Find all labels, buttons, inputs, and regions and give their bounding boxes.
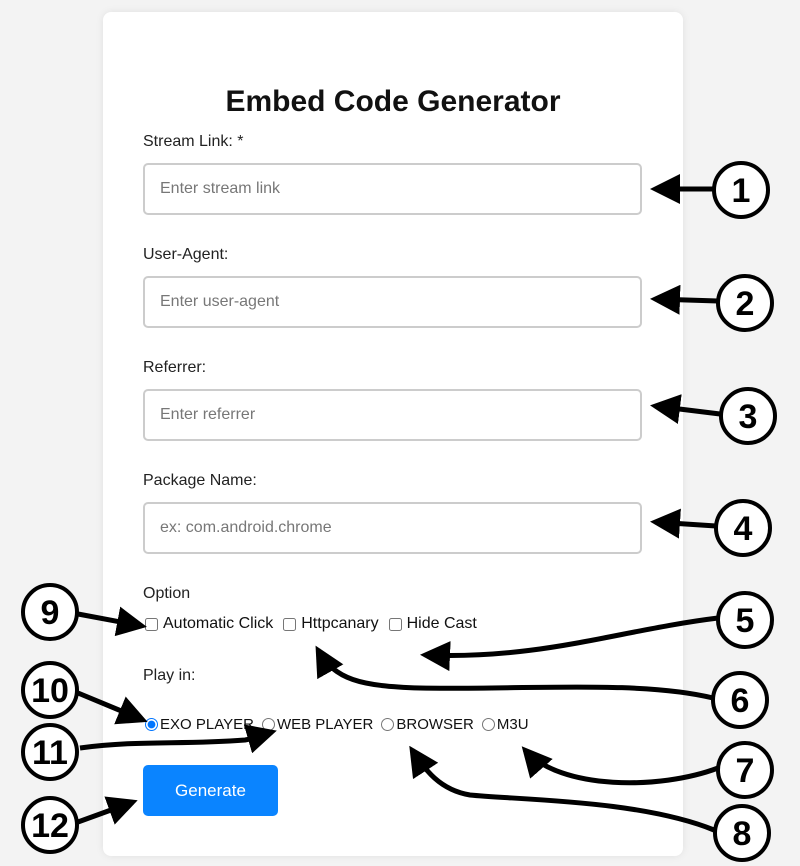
package-name-label: Package Name: [143,472,257,489]
m3u-radio[interactable]: M3U [481,716,529,733]
annotation-number: 1 [732,172,751,210]
web-player-radio[interactable]: WEB PLAYER [261,716,374,733]
annotation-circle [719,387,777,445]
option-label: Option [143,585,191,602]
annotation-circle [21,583,79,641]
annotation-number: 2 [736,285,755,323]
radio-label: EXO PLAYER [160,716,254,733]
radio-label: M3U [496,716,529,733]
referrer-input[interactable] [143,389,642,441]
annotation-number: 9 [41,594,60,632]
annotation-circle [21,661,79,719]
annotation-number: 11 [32,734,68,772]
annotation-circle [712,161,770,219]
stream-link-input[interactable] [143,163,642,215]
embed-form-card: Embed Code Generator Stream Link: * User… [103,12,683,856]
referrer-label: Referrer: [143,359,207,376]
annotation-number: 12 [31,807,69,845]
annotation-circle [21,796,79,854]
radio-label: WEB PLAYER [276,716,374,733]
annotation-number: 3 [739,398,758,436]
annotation-number: 5 [736,602,755,640]
annotation-circle [21,723,79,781]
hide-cast-checkbox[interactable]: Hide Cast [388,615,477,633]
annotation-number: 7 [736,752,755,790]
annotation-number: 4 [734,510,753,548]
annotation-circle [713,804,771,862]
user-agent-label: User-Agent: [143,246,229,263]
checkbox-label: Automatic Click [163,615,274,632]
exo-player-radio[interactable]: EXO PLAYER [145,716,254,733]
package-name-input[interactable] [143,502,642,554]
annotation-circle [716,274,774,332]
annotation-circle [714,499,772,557]
automatic-click-checkbox[interactable]: Automatic Click [145,615,273,633]
radio-label: BROWSER [396,716,474,733]
stream-link-label: Stream Link: * [143,133,244,150]
play-in-label: Play in: [143,667,196,684]
httpcanary-checkbox[interactable]: Httpcanary [283,615,379,633]
user-agent-input[interactable] [143,276,642,328]
annotation-circle [711,671,769,729]
annotation-circle [716,741,774,799]
checkbox-label: Hide Cast [406,615,477,632]
annotation-circle [716,591,774,649]
annotation-number: 10 [31,672,69,710]
checkbox-label: Httpcanary [301,615,379,632]
annotation-number: 6 [731,682,750,720]
browser-radio[interactable]: BROWSER [381,716,474,733]
generate-button[interactable]: Generate [143,765,278,816]
annotation-number: 8 [733,815,752,853]
page-title: Embed Code Generator [225,85,561,118]
